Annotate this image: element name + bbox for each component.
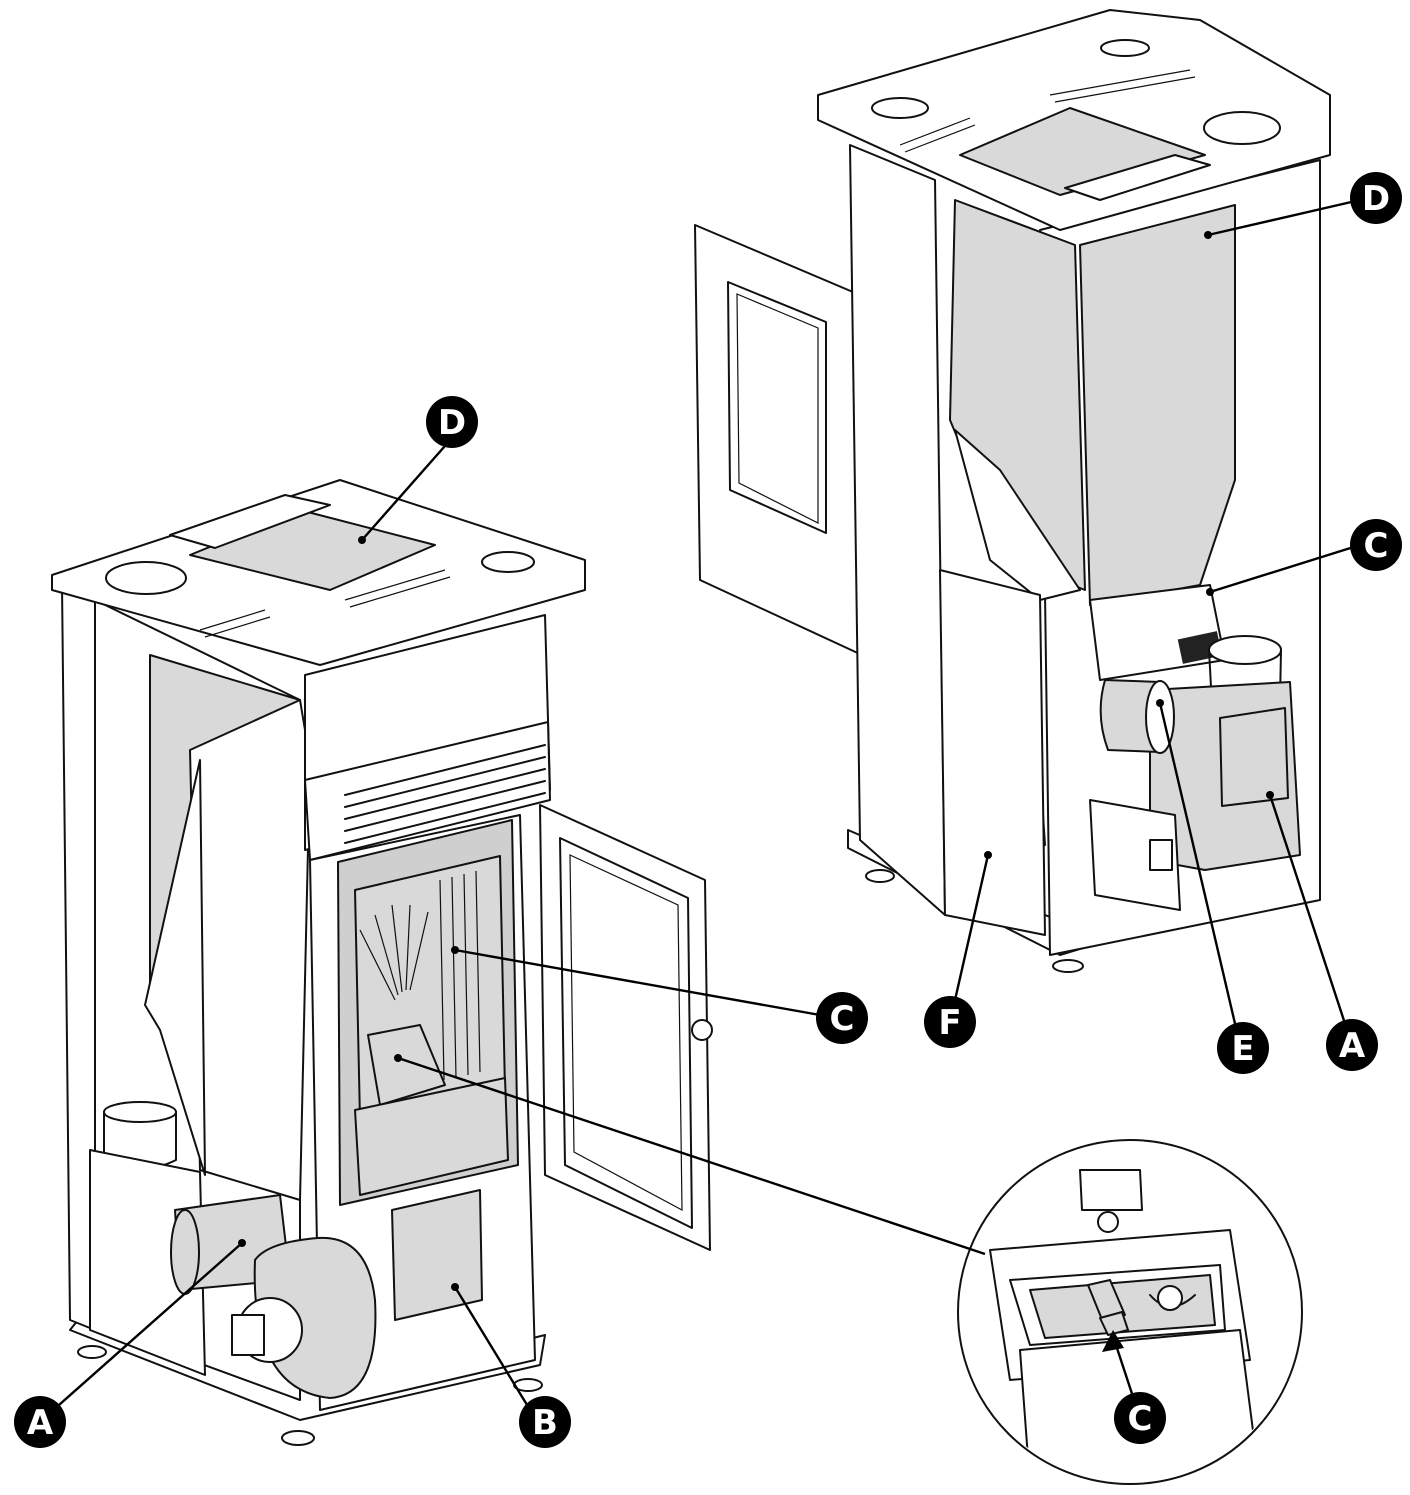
right-power-socket [1149, 839, 1173, 871]
left-foot [77, 1345, 107, 1359]
label-badge-left-a: A [14, 1396, 66, 1448]
right-hopper [1079, 204, 1236, 606]
right-top-ring [1100, 39, 1150, 57]
left-brazier [367, 1024, 446, 1106]
detail-hinge [1079, 1169, 1143, 1211]
left-front-louvers [304, 721, 551, 861]
detail-igniter [1087, 1279, 1129, 1336]
left-firebox-rays [359, 904, 429, 1001]
left-top-ring [481, 551, 535, 573]
label-right-c: C [1364, 526, 1389, 566]
right-control-board [1089, 799, 1181, 911]
detail-ring [1157, 1285, 1183, 1311]
label-left-c: C [830, 999, 855, 1039]
left-lower-housing [89, 1149, 206, 1376]
label-left-b: B [532, 1403, 558, 1443]
leader-lines [41, 198, 1361, 1421]
right-chute [954, 429, 1081, 601]
left-side-cover [144, 759, 206, 1176]
label-badge-right-d: D [1350, 172, 1402, 224]
label-right-a: A [1339, 1026, 1366, 1066]
left-top-ring [105, 561, 187, 595]
right-fan-box-plate [1219, 707, 1289, 807]
left-door-handle [691, 1019, 713, 1041]
left-door-glass-inner [569, 854, 683, 1212]
right-top-grill [899, 69, 1196, 153]
right-left-column [849, 144, 946, 916]
left-control-panel [169, 494, 331, 549]
label-badge-left-c: C [816, 992, 868, 1044]
right-removed-panel-window [727, 281, 827, 534]
right-flue-collar [1208, 635, 1282, 665]
right-top-panel [959, 107, 1206, 196]
label-badge-left-b: B [519, 1396, 571, 1448]
right-stove [694, 9, 1331, 973]
left-firebox-fins [439, 870, 481, 1081]
right-cylinder [1099, 679, 1161, 753]
right-foot [1052, 959, 1084, 973]
label-left-d: D [438, 403, 466, 443]
right-foot [865, 869, 895, 883]
label-badge-left-d: D [426, 396, 478, 448]
left-foot [281, 1430, 315, 1446]
left-stove [51, 479, 713, 1446]
detail-bolt [1097, 1211, 1119, 1233]
left-flue-pipe [103, 1101, 177, 1123]
right-top-ring [1203, 111, 1281, 145]
label-left-a: A [27, 1403, 54, 1443]
label-badge-detail-c: C [1114, 1392, 1166, 1444]
label-badge-right-c: C [1350, 519, 1402, 571]
right-control-panel [1064, 154, 1211, 201]
right-top-ring [871, 97, 929, 119]
label-badge-right-e: E [1217, 1022, 1269, 1074]
left-door-glass [559, 837, 693, 1229]
detail-inset [957, 1139, 1303, 1485]
left-fan-motor-box [231, 1314, 265, 1356]
label-detail-c: C [1128, 1399, 1153, 1439]
right-removed-panel-window-inner [736, 293, 819, 524]
label-right-f: F [938, 1003, 961, 1043]
label-right-d: D [1362, 179, 1390, 219]
label-right-e: E [1231, 1029, 1254, 1069]
label-badge-right-f: F [924, 996, 976, 1048]
right-lower-left-wall [939, 569, 1046, 936]
label-badge-right-a: A [1326, 1019, 1378, 1071]
left-fan-intake [170, 1209, 200, 1295]
left-top-grill [199, 569, 451, 638]
left-inner-column [189, 699, 311, 1201]
left-ash-drawer [354, 1077, 509, 1196]
left-lower-plate [391, 1189, 483, 1321]
